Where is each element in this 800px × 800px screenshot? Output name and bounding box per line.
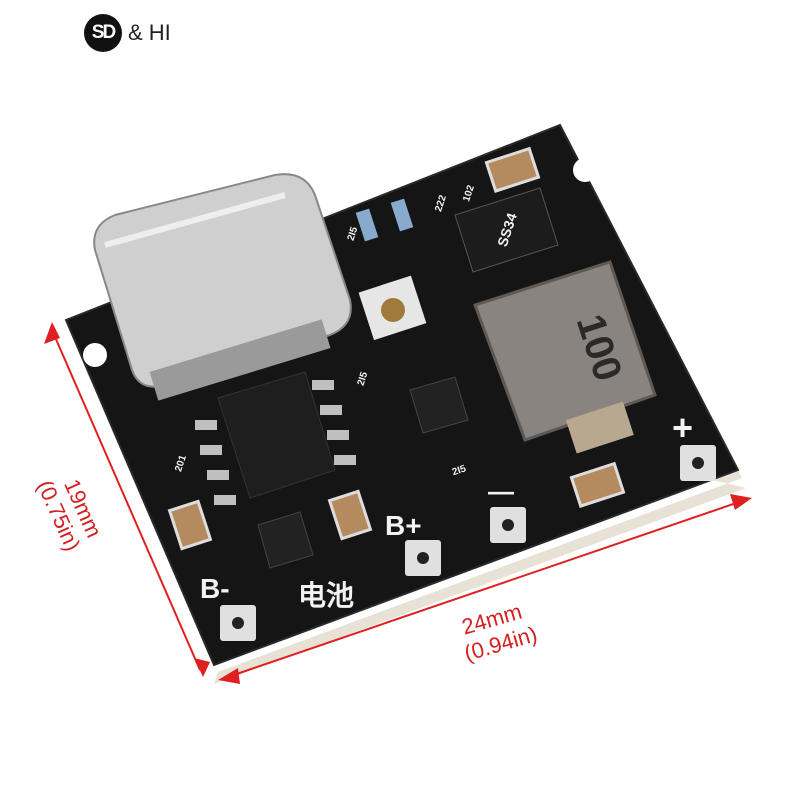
label-out-pos: + xyxy=(672,407,693,448)
inductor: 100 xyxy=(473,260,657,454)
resistor-marking: 222 xyxy=(433,193,449,213)
resistor-marking: 201 xyxy=(173,453,189,473)
label-out-neg: — xyxy=(488,476,514,506)
capacitor xyxy=(327,489,373,541)
logo-badge: SD xyxy=(84,14,122,52)
resistor-marking: 2I5 xyxy=(356,370,371,387)
usb-c-connector xyxy=(93,173,352,401)
label-b-neg: B- xyxy=(200,573,230,604)
capacitor xyxy=(167,499,213,551)
height-dimension xyxy=(44,322,210,677)
capacitor xyxy=(484,146,541,193)
label-b-pos: B+ xyxy=(385,510,422,541)
led xyxy=(390,198,414,232)
notch xyxy=(573,158,597,182)
trimmer-potentiometer xyxy=(358,275,427,341)
led xyxy=(355,208,379,242)
sot-chip xyxy=(409,376,469,434)
resistors: 2I5 2I5 2I5 222 102 201 xyxy=(173,183,477,478)
brand-logo: SD & HI xyxy=(84,14,171,52)
logo-text: & HI xyxy=(128,20,171,45)
resistor-marking: 2I5 xyxy=(346,225,361,242)
diode: SS34 xyxy=(454,187,559,273)
resistor-marking: 2I5 xyxy=(451,463,468,478)
resistor-marking: 102 xyxy=(461,183,477,203)
notch xyxy=(83,343,107,367)
charger-ic xyxy=(195,371,356,505)
width-dimension xyxy=(218,494,752,684)
label-battery: 电池 xyxy=(298,580,354,611)
sot-chip xyxy=(257,511,314,569)
capacitor xyxy=(569,461,626,508)
